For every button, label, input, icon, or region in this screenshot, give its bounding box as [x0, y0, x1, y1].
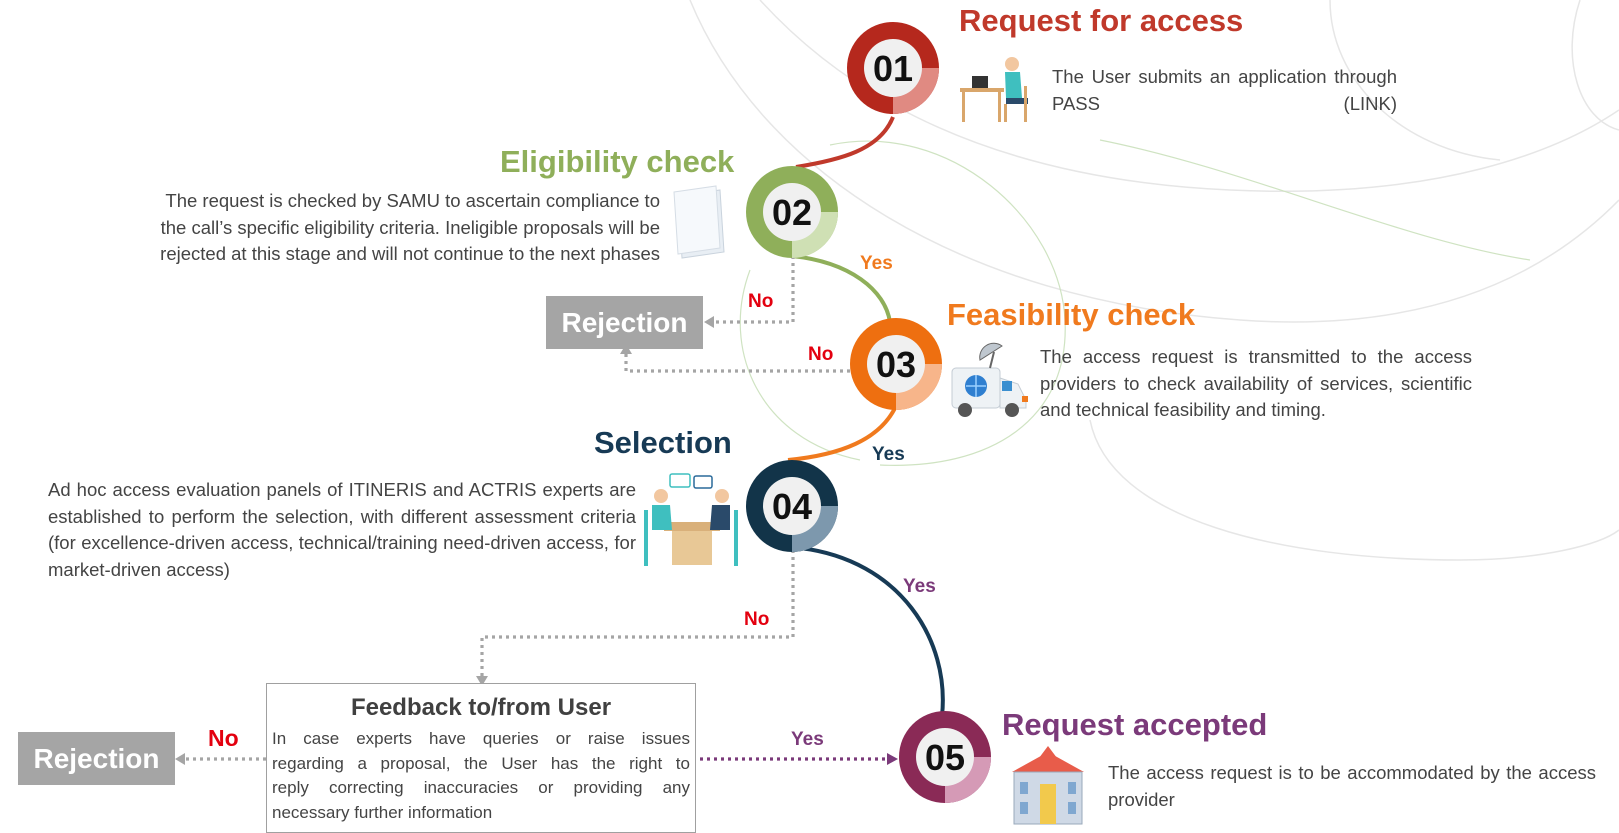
feedback-line: necessary further information — [272, 802, 493, 822]
rejection-box-upper: Rejection — [546, 296, 703, 349]
institution-building-icon — [1012, 746, 1084, 825]
no-path-02 — [713, 256, 795, 324]
connector-02-03 — [791, 254, 892, 323]
step-desc-02: The request is checked by SAMU to ascert… — [80, 188, 660, 268]
step-desc-05: The access request is to be accommodated… — [1108, 762, 1596, 810]
step-number-05: 05 — [925, 737, 965, 778]
step-desc-02-line: rejected at this stage and will not cont… — [160, 243, 660, 264]
connector-04-05 — [799, 546, 945, 717]
connector-03-04 — [787, 405, 898, 462]
yes-label-04: Yes — [903, 576, 936, 597]
no-label-03: No — [808, 344, 834, 365]
step-title-01: Request for access — [959, 3, 1244, 38]
step-number-01: 01 — [873, 48, 913, 89]
no-label-04: No — [744, 609, 770, 630]
step-circle-05: 05 — [899, 711, 991, 803]
step-desc-03: The access request is transmitted to the… — [1040, 346, 1472, 420]
no-label-feedback: No — [208, 725, 239, 751]
arrow-head-02 — [704, 316, 714, 328]
feedback-box: Feedback to/from User In case experts ha… — [266, 683, 696, 833]
no-path-04 — [480, 550, 795, 676]
yes-label-03: Yes — [872, 444, 905, 465]
satellite-van-icon — [951, 342, 1028, 417]
arrow-head-03 — [620, 344, 632, 354]
step-desc-04: Ad hoc access evaluation panels of ITINE… — [48, 479, 636, 580]
no-path-03 — [624, 353, 857, 373]
feedback-line: regarding a proposal, the User has the r… — [272, 753, 690, 773]
no-label-02: No — [748, 291, 774, 312]
step-number-02: 02 — [772, 192, 812, 233]
rejection-box-lower: Rejection — [18, 732, 175, 785]
document-icon — [673, 185, 725, 259]
step-title-04: Selection — [594, 425, 732, 460]
step-circle-01: 01 — [847, 22, 939, 114]
step-circle-04: 04 — [746, 460, 838, 552]
person-at-laptop-icon — [960, 57, 1028, 122]
background-green-arcs — [739, 139, 1531, 466]
yes-label-02: Yes — [860, 253, 893, 274]
step-number-03: 03 — [876, 344, 916, 385]
step-circle-02: 02 — [746, 166, 838, 258]
step-title-02: Eligibility check — [500, 144, 735, 179]
arrow-head-feedback — [175, 753, 185, 765]
step-desc-02-line: the call’s specific eligibility criteria… — [160, 216, 660, 238]
arrow-head-04 — [476, 676, 488, 686]
feedback-line: In case experts have queries or raise is… — [272, 729, 690, 748]
yes-label-feedback: Yes — [791, 729, 824, 750]
step-desc-01: The User submits an application through … — [1052, 66, 1397, 114]
step-number-04: 04 — [772, 486, 812, 527]
step-desc-02-line: The request is checked by SAMU to ascert… — [165, 190, 660, 211]
connector-01-02 — [795, 116, 895, 169]
meeting-icon — [644, 473, 738, 566]
step-title-05: Request accepted — [1002, 707, 1268, 742]
arrow-head-yes-feedback — [887, 753, 898, 765]
feedback-body: In case experts have queries or raise is… — [272, 727, 690, 825]
step-title-03: Feasibility check — [947, 297, 1196, 332]
feedback-line: reply correcting inaccuracies or providi… — [272, 778, 690, 797]
step-circle-03: 03 — [850, 318, 942, 410]
feedback-title: Feedback to/from User — [350, 694, 612, 721]
